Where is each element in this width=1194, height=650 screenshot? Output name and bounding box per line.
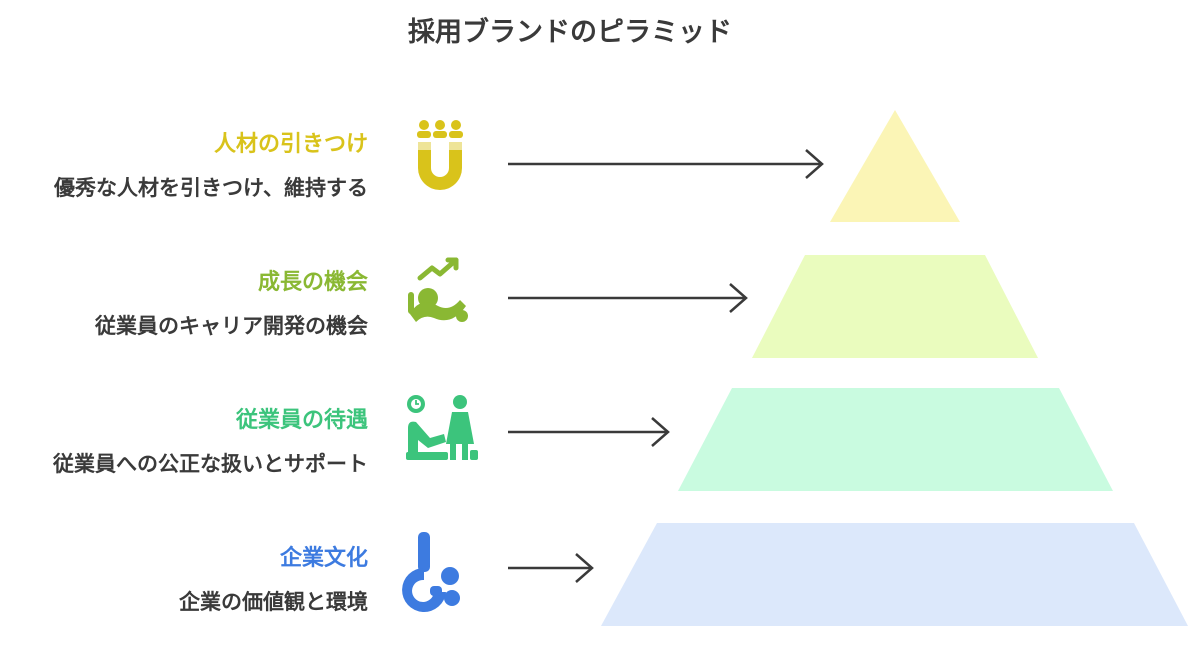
pyramid-level-2 [678, 388, 1113, 491]
level-row-2: 従業員の待遇 従業員への公正な扱いとサポート [0, 395, 1194, 512]
level-row-3: 企業文化 企業の価値観と環境 [0, 532, 1194, 650]
support-person-icon [406, 395, 478, 460]
level-row-1: 成長の機会 従業員のキャリア開発の機会 [0, 257, 1194, 374]
level-description-1: 従業員のキャリア開発の機会 [95, 314, 368, 338]
growth-chart-icon [408, 257, 468, 322]
arrow-1 [508, 283, 748, 313]
arrow-0 [508, 149, 824, 179]
page-title: 採用ブランドのピラミッド [408, 17, 732, 48]
level-description-3: 企業の価値観と環境 [179, 590, 368, 614]
level-description-2: 従業員への公正な扱いとサポート [53, 452, 368, 476]
pyramid-level-1 [752, 255, 1038, 358]
level-title-2: 従業員の待遇 [235, 408, 368, 433]
level-title-3: 企業文化 [279, 546, 368, 571]
pyramid [601, 110, 1188, 626]
level-title-0: 人材の引きつけ [213, 132, 368, 157]
pyramid-level-0 [830, 110, 960, 222]
culture-blocks-icon [402, 532, 460, 612]
level-title-1: 成長の機会 [257, 270, 368, 295]
arrow-3 [508, 553, 594, 583]
pyramid-level-3 [601, 523, 1188, 626]
arrow-2 [508, 417, 670, 447]
level-description-0: 優秀な人材を引きつけ、維持する [54, 176, 368, 200]
level-row-0: 人材の引きつけ 優秀な人材を引きつけ、維持する [0, 120, 1194, 236]
magnet-people-icon [417, 120, 463, 190]
